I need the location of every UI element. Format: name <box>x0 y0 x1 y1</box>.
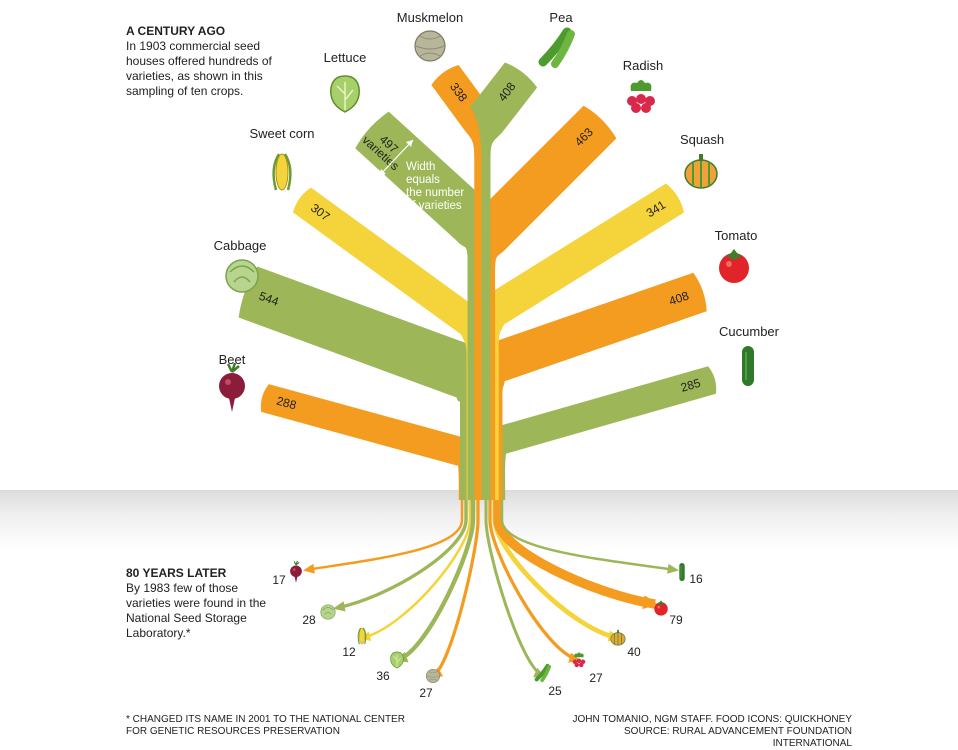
value-1983-cabbage: 28 <box>302 613 316 627</box>
root-radish <box>488 500 579 662</box>
value-1903-beet: 288 <box>275 394 298 413</box>
value-1983-cucumber: 16 <box>689 572 703 586</box>
crop-label-sweet-corn: Sweet corn <box>249 126 314 141</box>
small-beet-icon <box>290 560 302 583</box>
tomato-icon <box>719 249 749 283</box>
value-1983-radish: 27 <box>589 671 603 685</box>
crop-label-cucumber: Cucumber <box>719 324 780 339</box>
root-muskmelon <box>431 500 480 678</box>
value-1983-lettuce: 36 <box>376 669 390 683</box>
value-1903-tomato: 408 <box>667 288 691 308</box>
width-note-line-4: of varieties <box>406 200 462 212</box>
branch-cucumber <box>498 366 717 500</box>
value-1983-sweet-corn: 12 <box>342 645 356 659</box>
pea-icon <box>538 27 575 68</box>
crop-label-muskmelon: Muskmelon <box>397 10 463 25</box>
root-sweet-corn <box>361 500 472 640</box>
value-1983-pea: 25 <box>548 684 562 698</box>
crop-label-cabbage: Cabbage <box>214 238 267 253</box>
small-muskmelon-icon <box>425 668 441 684</box>
root-arrow-tomato <box>642 595 658 610</box>
root-arrow-cucumber <box>667 563 679 574</box>
branch-cabbage <box>238 266 476 500</box>
root-cabbage <box>335 500 468 610</box>
root-tomato <box>493 500 656 609</box>
cabbage-icon <box>225 259 259 293</box>
footnote: * CHANGED ITS NAME IN 2001 TO THE NATION… <box>126 714 405 737</box>
value-1983-beet: 17 <box>272 573 286 587</box>
century-ago-title: A CENTURY AGO <box>126 24 226 38</box>
branch-squash <box>485 183 685 500</box>
crop-label-squash: Squash <box>680 132 724 147</box>
eighty-years-later-text: By 1983 few of those varieties were foun… <box>126 581 267 640</box>
eighty-years-later-note: 80 YEARS LATER By 1983 few of those vari… <box>126 566 276 641</box>
crop-label-radish: Radish <box>623 58 663 73</box>
root-pea <box>484 500 544 678</box>
small-sweet-corn-icon <box>357 627 367 645</box>
branch-tomato <box>491 272 707 500</box>
branch-pea <box>469 62 538 500</box>
width-arrow-head-a <box>406 140 413 147</box>
branch-muskmelon <box>431 65 492 500</box>
width-note-line-2: equals <box>406 174 440 186</box>
crop-label-lettuce: Lettuce <box>324 50 367 65</box>
branches-1903 <box>238 62 717 500</box>
value-1903-cabbage: 544 <box>257 289 281 309</box>
eighty-years-later-title: 80 YEARS LATER <box>126 566 227 580</box>
small-lettuce-icon <box>390 651 404 669</box>
crop-label-pea: Pea <box>549 10 573 25</box>
small-cucumber-icon <box>679 563 685 581</box>
root-lettuce <box>397 500 476 663</box>
root-cucumber <box>500 500 677 572</box>
small-cabbage-icon <box>320 604 336 620</box>
width-note-line-1: Width <box>406 161 435 173</box>
crop-label-beet: Beet <box>219 352 246 367</box>
width-note-line-3: the number <box>406 187 464 199</box>
value-1983-tomato: 79 <box>669 613 683 627</box>
radish-icon <box>627 80 655 113</box>
value-1903-cucumber: 285 <box>679 376 702 395</box>
lettuce-icon <box>330 75 360 113</box>
width-arrow <box>378 139 414 177</box>
branch-radish <box>473 105 617 500</box>
crop-label-tomato: Tomato <box>715 228 758 243</box>
century-ago-note: A CENTURY AGO In 1903 commercial seed ho… <box>126 24 276 99</box>
width-equals-note: Width equals the number of varieties <box>378 139 464 212</box>
muskmelon-icon <box>414 30 446 62</box>
sweet-corn-icon <box>272 153 292 191</box>
beet-icon <box>219 362 245 412</box>
squash-icon <box>684 154 718 189</box>
century-ago-text: In 1903 commercial seed houses offered h… <box>126 39 272 98</box>
credits-staff: JOHN TOMANIO, NGM STAFF. FOOD ICONS: QUI… <box>572 714 852 725</box>
branch-sweet-corn <box>292 187 480 500</box>
root-arrow-cabbage <box>333 601 346 612</box>
credits-source: SOURCE: RURAL ADVANCEMENT FOUNDATION INT… <box>624 726 852 749</box>
small-squash-icon <box>610 629 626 646</box>
cucumber-icon <box>742 346 754 386</box>
value-1983-squash: 40 <box>627 645 641 659</box>
branch-beet <box>260 384 466 500</box>
root-beet <box>305 500 464 572</box>
width-arrow-head-b <box>379 169 386 176</box>
small-radish-icon <box>572 652 586 668</box>
small-tomato-icon <box>654 600 668 616</box>
small-pea-icon <box>534 663 552 683</box>
credits: JOHN TOMANIO, NGM STAFF. FOOD ICONS: QUI… <box>552 714 852 750</box>
crop-icons <box>219 27 754 684</box>
root-arrow-beet <box>303 563 315 574</box>
value-1983-muskmelon: 27 <box>419 686 433 700</box>
branch-lettuce <box>355 111 490 500</box>
